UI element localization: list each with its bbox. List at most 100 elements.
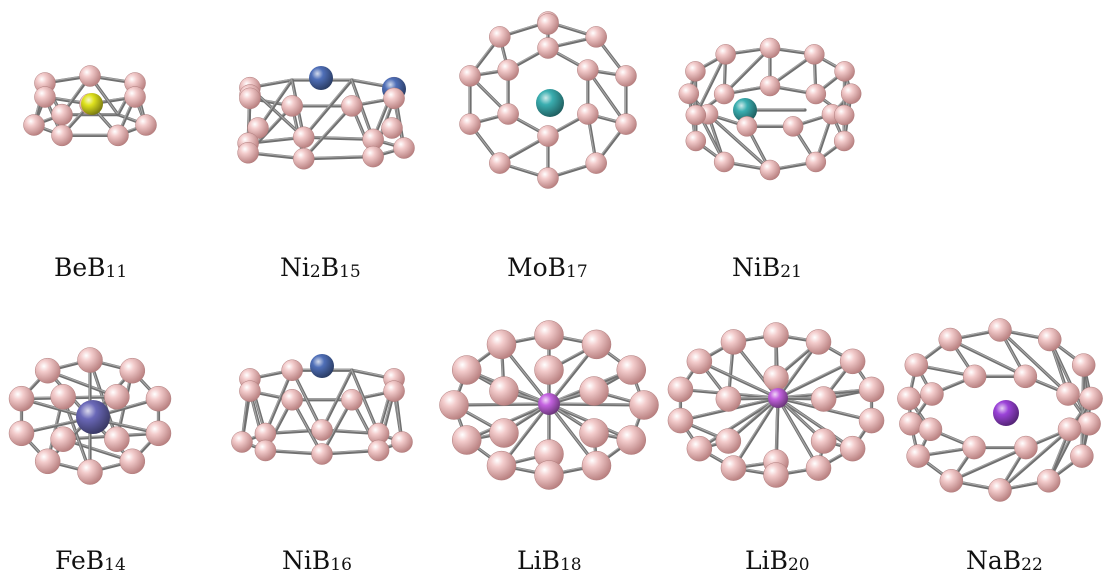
boron-atom [487,451,516,480]
boron-atom [452,426,481,455]
boron-atom [239,88,260,109]
boron-atom [538,168,559,189]
label-boron: B [86,546,104,575]
boron-atom [52,104,73,125]
label-boron: B [770,546,788,575]
boron-atom [440,391,469,420]
boron-atom [239,381,260,402]
boron-atom [535,461,564,490]
boron-atom [293,127,314,148]
label-boron: B [312,546,330,575]
boron-atom [108,125,129,146]
label-boron-count: 14 [104,555,126,575]
boron-atom [939,328,962,351]
label-boron-count: 20 [788,555,810,575]
label-mob17: MoB17 [507,255,588,281]
boron-atom [737,116,757,136]
boron-atom [104,427,129,452]
boron-atom [721,329,746,354]
boron-atom [783,116,803,136]
boron-atom [586,153,607,174]
boron-atom [1014,436,1037,459]
boron-atom [919,418,942,441]
boron-atom [382,118,403,139]
boron-atom [341,389,362,410]
boron-atom [460,65,481,86]
boron-atom [489,153,510,174]
boron-atom [806,329,831,354]
label-boron: B [548,253,566,282]
label-nab22: NaB22 [966,548,1043,574]
boron-atom [51,427,76,452]
cluster-nib16 [232,354,413,465]
boron-atom [963,365,986,388]
boron-atom [582,330,611,359]
boron-atom [714,152,734,172]
dopant-atom [536,89,564,117]
boron-atom [897,387,920,410]
label-element: Ni [280,253,310,282]
dopant-atom [81,93,103,115]
boron-atom [686,105,706,125]
boron-atom [489,377,518,406]
boron-atom [841,84,861,104]
boron-atom [811,387,836,412]
boron-atom [384,88,405,109]
boron-atom [78,460,103,485]
boron-atom [840,436,865,461]
dopant-atom [538,393,560,415]
boron-atom [859,377,884,402]
label-element: Ni [732,253,762,282]
boron-atom [489,26,510,47]
label-boron-count: 11 [106,262,128,282]
boron-atom [580,419,609,448]
boron-atom [293,148,314,169]
boron-atom [617,426,646,455]
boron-atom [120,449,145,474]
boron-atom [811,429,836,454]
boron-atom [489,419,518,448]
boron-atom [907,445,930,468]
boron-atom [615,65,636,86]
boron-atom [498,104,519,125]
boron-atom [840,349,865,374]
cluster-ni2b15 [238,66,415,169]
boron-atom [899,412,922,435]
boron-atom [920,383,943,406]
cluster-nab22 [897,319,1102,502]
label-boron: B [321,253,339,282]
dopant-atom [993,400,1019,426]
boron-atom [1070,445,1093,468]
boron-atom [392,432,413,453]
boron-atom [834,105,854,125]
boron-atom [989,479,1012,502]
boron-atom [834,131,854,151]
boron-atom [764,366,789,391]
boron-atom [538,38,559,59]
boron-atom [989,319,1012,342]
boron-atom [78,348,103,373]
boron-atom [255,440,276,461]
label-element: Na [966,546,1003,575]
boron-atom [716,429,741,454]
boron-atom [363,146,384,167]
boron-atom [806,152,826,172]
boron-atom [538,14,559,35]
label-boron-count: 17 [566,262,588,282]
boron-atom [341,95,362,116]
boron-atom [580,377,609,406]
boron-atom [538,126,559,147]
label-element: Mo [507,253,548,282]
boron-atom [80,66,101,87]
boron-atom [104,384,129,409]
label-lib20: LiB20 [745,548,810,574]
boron-atom [687,436,712,461]
label-element: Be [54,253,87,282]
boron-atom [498,60,519,81]
boron-atom [668,408,693,433]
boron-atom [685,61,705,81]
label-feb14: FeB14 [55,548,126,574]
boron-atom [577,60,598,81]
boron-atom [282,95,303,116]
